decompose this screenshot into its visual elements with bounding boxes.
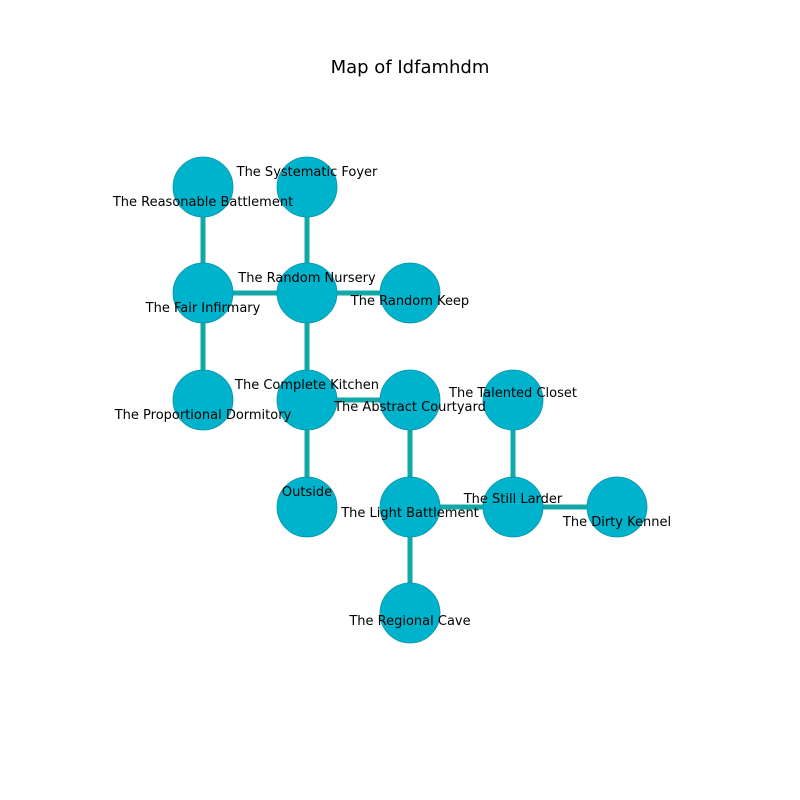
room-label-random-keep: The Random Keep xyxy=(350,294,469,309)
nodes-layer xyxy=(172,156,648,644)
room-label-complete-kitchen: The Complete Kitchen xyxy=(234,378,379,393)
room-node-outside xyxy=(276,476,338,538)
room-node-proportional-dormitory xyxy=(172,369,234,431)
room-label-outside: Outside xyxy=(282,485,332,500)
room-label-reasonable-battlement: The Reasonable Battlement xyxy=(112,195,293,210)
room-label-systematic-foyer: The Systematic Foyer xyxy=(236,165,378,180)
room-label-dirty-kennel: The Dirty Kennel xyxy=(562,515,671,530)
room-node-random-nursery xyxy=(276,262,338,324)
room-node-regional-cave xyxy=(379,582,441,644)
room-label-fair-infirmary: The Fair Infirmary xyxy=(145,301,261,316)
room-label-talented-closet: The Talented Closet xyxy=(448,386,577,401)
room-node-random-keep xyxy=(379,262,441,324)
map-title: Map of Idfamhdm xyxy=(331,57,490,78)
room-label-light-battlement: The Light Battlement xyxy=(340,506,479,521)
room-node-abstract-courtyard xyxy=(379,369,441,431)
room-node-reasonable-battlement xyxy=(172,156,234,218)
room-label-regional-cave: The Regional Cave xyxy=(348,614,470,629)
room-label-random-nursery: The Random Nursery xyxy=(237,271,376,286)
room-label-still-larder: The Still Larder xyxy=(463,492,563,507)
room-node-fair-infirmary xyxy=(172,262,234,324)
room-node-dirty-kennel xyxy=(586,476,648,538)
room-node-light-battlement xyxy=(379,476,441,538)
labels-layer: The Reasonable Battlement The Systematic … xyxy=(112,165,671,629)
room-label-abstract-courtyard: The Abstract Courtyard xyxy=(333,400,486,415)
room-label-proportional-dormitory: The Proportional Dormitory xyxy=(114,408,292,423)
room-node-still-larder xyxy=(482,476,544,538)
room-node-systematic-foyer xyxy=(276,156,338,218)
room-node-talented-closet xyxy=(482,369,544,431)
room-node-complete-kitchen xyxy=(276,369,338,431)
